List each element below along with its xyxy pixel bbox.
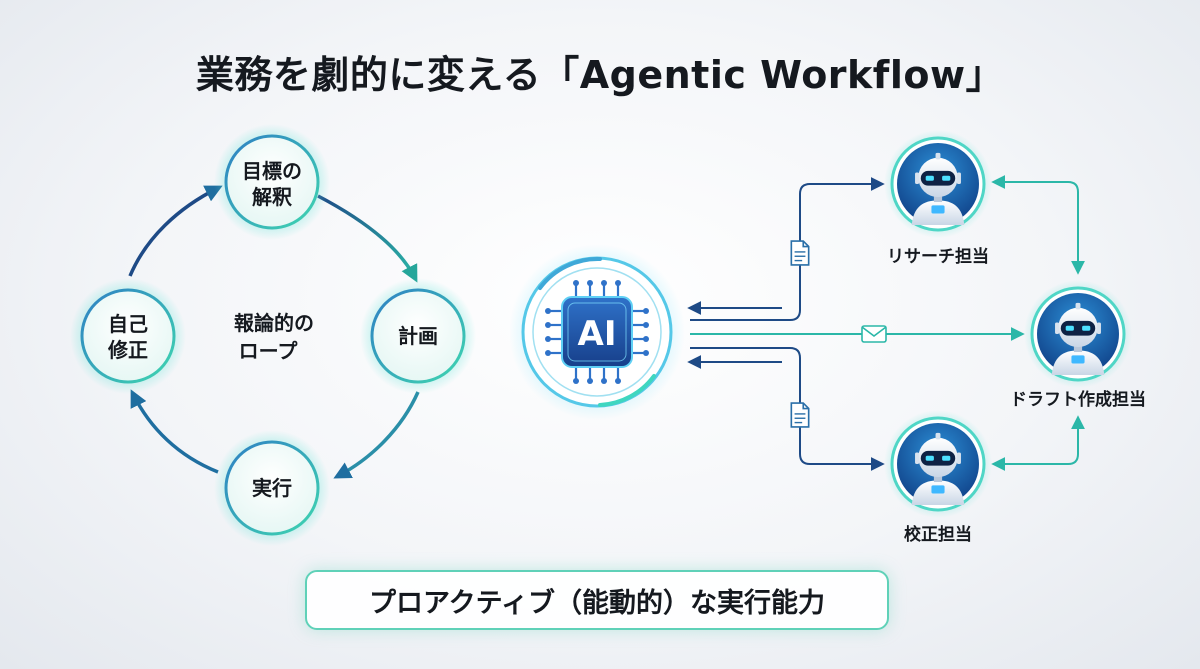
cycle-node-self-correct: 自己 修正: [70, 278, 186, 394]
cycle-node-goal-line2: 解釈: [252, 185, 293, 209]
agent-proofread: 校正担当: [884, 410, 992, 545]
hub-connectors: [687, 175, 1085, 471]
agent-proofread-label: 校正担当: [904, 524, 972, 545]
bottom-banner: プロアクティブ（能動的）な実行能力: [305, 570, 889, 630]
cycle-node-plan-line1: 計画: [398, 324, 438, 348]
connector-proofread-to-draft: [991, 415, 1085, 471]
cycle-arrows: [128, 185, 420, 479]
cycle-node-goal: 目標の 解釈: [214, 124, 330, 240]
document-icon: [790, 402, 810, 428]
cycle-node-plan: 計画: [360, 278, 476, 394]
arrow-self-correct-to-goal: [128, 185, 223, 277]
connector-research-to-draft: [991, 175, 1085, 275]
document-icon: [790, 240, 810, 266]
arrow-plan-to-execute: [333, 391, 420, 479]
robot-icon: [897, 423, 979, 505]
envelope-icon: [861, 325, 887, 343]
robot-icon: [1037, 293, 1119, 375]
connector-hub-to-proofread: [690, 347, 885, 471]
page-title: 業務を劇的に変える「Agentic Workflow」: [195, 53, 1005, 97]
cycle-node-execute-line1: 実行: [252, 476, 292, 500]
cpu-chip-icon: [545, 280, 649, 384]
cycle-node-goal-line1: 目標の: [242, 159, 302, 183]
arrow-execute-to-self-correct: [130, 389, 219, 474]
cycle-node-self-correct-line2: 修正: [107, 338, 148, 362]
agent-draft: ドラフト作成担当: [1010, 280, 1146, 410]
loop-center-label-line2: ロープ: [239, 339, 299, 363]
bottom-banner-text: プロアクティブ（能動的）な実行能力: [368, 587, 826, 619]
cycle-node-execute: 実行: [214, 430, 330, 546]
loop-center-label-line1: 報論的の: [234, 311, 314, 335]
agent-research-label: リサーチ担当: [887, 246, 989, 267]
cycle-node-self-correct-line1: 自己: [108, 312, 148, 336]
robot-icon: [897, 143, 979, 225]
ai-hub: AI: [509, 244, 685, 420]
ai-hub-label: AI: [578, 314, 617, 354]
arrow-goal-to-plan: [317, 194, 418, 283]
agent-draft-label: ドラフト作成担当: [1010, 389, 1146, 410]
agent-research: リサーチ担当: [884, 130, 992, 267]
connector-hub-to-research: [690, 177, 885, 321]
